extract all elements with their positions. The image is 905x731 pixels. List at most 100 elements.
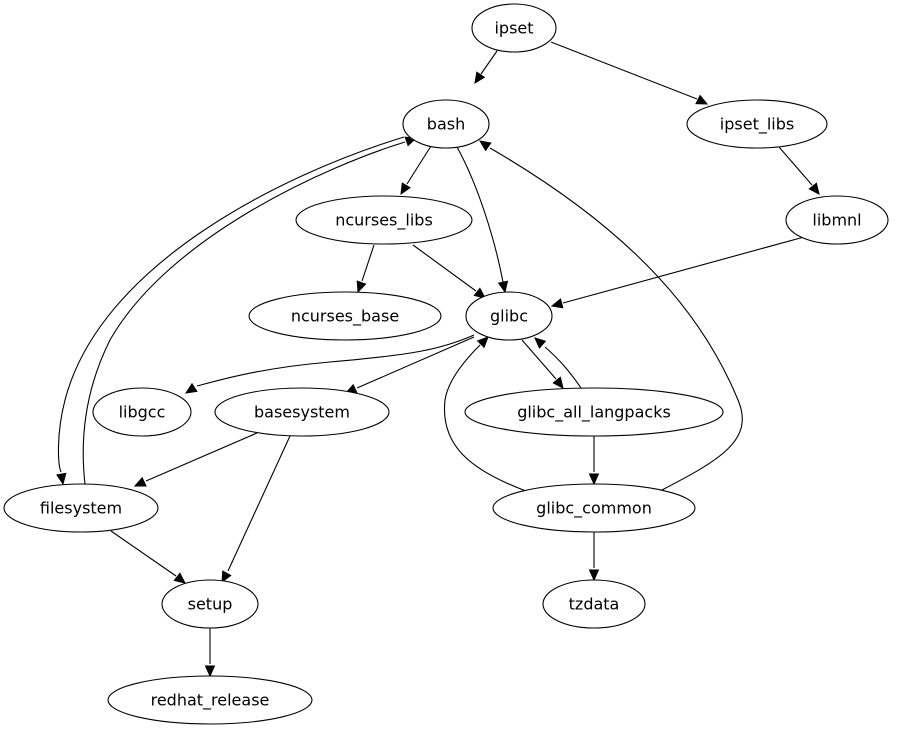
arrowhead-icon bbox=[204, 665, 216, 678]
node-ipset[interactable]: ipset bbox=[471, 3, 557, 53]
edge-line bbox=[110, 530, 177, 577]
arrowhead-icon bbox=[474, 71, 486, 85]
node-glibc[interactable]: glibc bbox=[465, 291, 553, 341]
edge-glibc_common-to-bash bbox=[479, 140, 743, 492]
edge-ipset_libs-to-libmnl bbox=[778, 146, 820, 195]
node-label: glibc_all_langpacks bbox=[517, 403, 671, 423]
node-label: basesystem bbox=[254, 403, 350, 422]
edge-libmnl-to-glibc bbox=[550, 236, 805, 309]
edge-line bbox=[145, 432, 258, 482]
node-ellipse bbox=[92, 387, 192, 437]
arrowhead-icon bbox=[473, 287, 486, 299]
edge-bash-to-filesystem bbox=[56, 136, 405, 486]
node-label: ncurses_base bbox=[291, 307, 399, 327]
arrowhead-icon bbox=[588, 473, 600, 486]
node-ncurses-libs[interactable]: ncurses_libs bbox=[295, 195, 473, 245]
edge-line bbox=[356, 336, 475, 389]
node-basesystem[interactable]: basesystem bbox=[214, 387, 390, 437]
edge-glibc_all_langpacks-to-glibc_common bbox=[588, 436, 600, 486]
node-glibc-all-langpacks[interactable]: glibc_all_langpacks bbox=[464, 387, 724, 437]
node-ellipse bbox=[542, 579, 646, 629]
edge-line bbox=[443, 344, 527, 492]
edge-line bbox=[57, 136, 405, 473]
node-ipset-libs[interactable]: ipset_libs bbox=[686, 99, 828, 149]
edge-ipset-to-ipset_libs bbox=[550, 41, 709, 105]
node-label: filesystem bbox=[40, 499, 122, 518]
node-ellipse bbox=[464, 387, 724, 437]
edge-line bbox=[521, 339, 557, 380]
node-ellipse bbox=[214, 387, 390, 437]
edge-line bbox=[361, 244, 375, 282]
edge-ncurses_libs-to-ncurses_base bbox=[356, 244, 375, 294]
nodes-layer: ipset bash ipset_libs ncurses_libs libmnl ncu… bbox=[3, 3, 889, 725]
edge-glibc_common-to-glibc bbox=[443, 336, 527, 492]
node-filesystem[interactable]: filesystem bbox=[3, 483, 159, 533]
node-ellipse bbox=[492, 483, 696, 533]
arrowhead-icon bbox=[588, 569, 600, 582]
edge-ncurses_libs-to-glibc bbox=[412, 244, 486, 299]
node-label: glibc bbox=[490, 307, 528, 326]
node-bash[interactable]: bash bbox=[402, 99, 490, 149]
node-ellipse bbox=[402, 99, 490, 149]
arrowhead-icon bbox=[400, 182, 411, 196]
arrowhead-icon bbox=[534, 337, 547, 349]
node-label: ncurses_libs bbox=[335, 211, 433, 231]
edge-basesystem-to-setup bbox=[221, 435, 291, 584]
node-glibc-common[interactable]: glibc_common bbox=[492, 483, 696, 533]
edge-line bbox=[778, 146, 813, 186]
node-label: glibc_common bbox=[536, 499, 652, 519]
node-ncurses-base[interactable]: ncurses_base bbox=[248, 291, 442, 341]
edge-line bbox=[562, 236, 805, 304]
edge-glibc-to-glibc_all_langpacks bbox=[521, 339, 564, 389]
node-setup[interactable]: setup bbox=[161, 579, 259, 629]
edge-line bbox=[412, 244, 477, 292]
node-ellipse bbox=[248, 291, 442, 341]
edge-line bbox=[456, 146, 504, 283]
edge-glibc_all_langpacks-to-glibc bbox=[534, 337, 582, 389]
edge-ipset-to-bash bbox=[474, 50, 498, 85]
arrowhead-icon bbox=[695, 94, 709, 105]
node-ellipse bbox=[471, 3, 557, 53]
node-ellipse bbox=[295, 195, 473, 245]
edge-basesystem-to-filesystem bbox=[133, 432, 258, 487]
node-label: bash bbox=[427, 115, 465, 134]
node-tzdata[interactable]: tzdata bbox=[542, 579, 646, 629]
edge-line bbox=[406, 145, 432, 185]
edge-bash-to-ncurses_libs bbox=[400, 145, 432, 196]
edge-setup-to-redhat_release bbox=[204, 628, 216, 678]
node-ellipse bbox=[785, 195, 889, 245]
edge-bash-to-glibc bbox=[456, 146, 509, 294]
edge-line bbox=[196, 334, 475, 387]
node-label: redhat_release bbox=[151, 691, 270, 711]
node-label: tzdata bbox=[569, 595, 620, 614]
arrowhead-icon bbox=[184, 382, 198, 394]
edge-line bbox=[544, 346, 582, 389]
arrowhead-icon bbox=[476, 336, 489, 349]
node-libmnl[interactable]: libmnl bbox=[785, 195, 889, 245]
node-label: ipset_libs bbox=[720, 115, 794, 135]
arrowhead-icon bbox=[221, 570, 232, 584]
edge-glibc-to-libgcc bbox=[184, 334, 475, 394]
arrowhead-icon bbox=[552, 376, 564, 389]
node-label: libmnl bbox=[812, 211, 861, 230]
node-ellipse bbox=[107, 675, 313, 725]
arrowhead-icon bbox=[56, 472, 67, 486]
arrowhead-icon bbox=[356, 280, 367, 294]
edge-glibc-to-basesystem bbox=[344, 336, 475, 394]
node-libgcc[interactable]: libgcc bbox=[92, 387, 192, 437]
arrowhead-icon bbox=[808, 182, 820, 195]
edge-line bbox=[480, 50, 498, 75]
arrowhead-icon bbox=[550, 298, 564, 309]
arrowhead-icon bbox=[497, 280, 509, 294]
arrowhead-icon bbox=[133, 476, 147, 487]
node-label: setup bbox=[188, 595, 233, 614]
node-label: ipset bbox=[494, 19, 533, 38]
arrowhead-icon bbox=[173, 572, 186, 584]
node-ellipse bbox=[161, 579, 259, 629]
node-ellipse bbox=[686, 99, 828, 149]
edge-filesystem-to-setup bbox=[110, 530, 186, 584]
edge-line bbox=[82, 141, 406, 485]
arrowhead-icon bbox=[479, 140, 492, 152]
node-redhat-release[interactable]: redhat_release bbox=[107, 675, 313, 725]
